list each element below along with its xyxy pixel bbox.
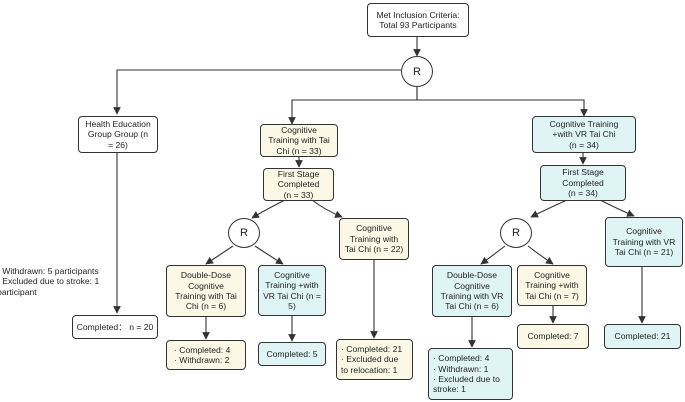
taichi-first-stage-box: First Stage Completed (n = 33) bbox=[263, 168, 334, 201]
health-education-group-box: Health Education Group Group (n = 26) bbox=[78, 116, 158, 153]
edge-randomize-left-to-vrswitch bbox=[254, 245, 284, 265]
edge-randomize-to-taichi bbox=[288, 86, 418, 125]
randomization-node-main: R bbox=[401, 56, 433, 87]
edge-randomize-left-to-doubledose bbox=[205, 245, 234, 265]
randomization-node-vr: R bbox=[500, 218, 532, 248]
edge-firststage-to-randomize-left bbox=[251, 199, 286, 219]
edge-firststage-to-continue-left bbox=[311, 199, 343, 218]
vr-tai-switch-result-box: Completed: 7 bbox=[517, 324, 589, 349]
health-education-exclusion-note: · Withdrawn: 5 participants · Excluded d… bbox=[0, 266, 100, 297]
vr-double-dose-result-box: · Completed: 4 · Withdrawn: 1 · Excluded… bbox=[428, 348, 513, 400]
taichi-double-dose-box: Double-Dose Cognitive Training with Tai … bbox=[166, 265, 246, 317]
vr-group-box: Cognitive Training +with VR Tai Chi (n =… bbox=[532, 116, 636, 153]
edge-randomize-to-vr bbox=[416, 86, 588, 117]
vr-tai-switch-box: Cognitive Training +with Tai Chi (n = 7) bbox=[517, 265, 587, 306]
taichi-continue-result-box: · Completed: 21 · Excluded due to reloca… bbox=[336, 339, 413, 380]
health-education-completed-box: Completed： n = 20 bbox=[72, 315, 158, 339]
taichi-continue-box: Cognitive Training with Tai Chi (n = 22) bbox=[339, 218, 409, 260]
vr-continue-box: Cognitive Training with VR Tai Chi (n = … bbox=[605, 217, 683, 267]
randomization-node-taichi: R bbox=[228, 218, 260, 248]
edge-firststage-to-randomize-right bbox=[530, 199, 568, 218]
edge-randomize-right-to-taiswitch bbox=[527, 245, 554, 265]
inclusion-criteria-box: Met Inclusion Criteria: Total 93 Partici… bbox=[367, 3, 469, 37]
edge-randomize-to-health bbox=[113, 69, 401, 115]
taichi-group-box: Cognitive Training with Tai Chi (n = 33) bbox=[260, 124, 338, 157]
vr-continue-result-box: Completed: 21 bbox=[604, 324, 681, 349]
vr-double-dose-box: Double-Dose Cognitive Training with VR T… bbox=[432, 265, 512, 317]
edge-firststage-to-continue-right bbox=[599, 199, 635, 217]
taichi-vr-switch-box: Cognitive Training +with VR Tai Chi (n =… bbox=[258, 265, 326, 316]
taichi-double-dose-result-box: · Completed: 4 · Withdrawn: 2 bbox=[166, 340, 246, 370]
taichi-vr-switch-result-box: Completed: 5 bbox=[258, 342, 326, 366]
edge-randomize-right-to-doubledose bbox=[480, 245, 506, 265]
vr-first-stage-box: First Stage Completed (n = 34) bbox=[540, 165, 626, 201]
